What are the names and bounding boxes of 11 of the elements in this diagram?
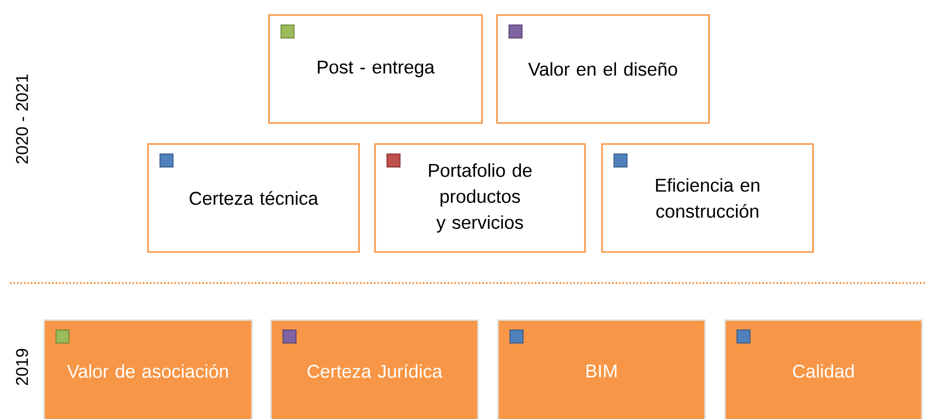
- year-label: 2019: [16, 348, 28, 386]
- topic-box: Eficiencia en construcción: [601, 143, 814, 253]
- year-label: 2020 - 2021: [16, 74, 28, 164]
- topic-box: BIM: [497, 319, 706, 419]
- topic-box: Portafolio de productos y servicios: [374, 143, 586, 253]
- topic-box: Certeza técnica: [147, 143, 360, 253]
- topic-box: Post - entrega: [268, 14, 483, 124]
- topic-box: Calidad: [724, 319, 923, 419]
- topic-box: Certeza Jurídica: [270, 319, 479, 419]
- topic-box: Valor en el diseño: [496, 14, 710, 124]
- topic-box: Valor de asociación: [43, 319, 253, 419]
